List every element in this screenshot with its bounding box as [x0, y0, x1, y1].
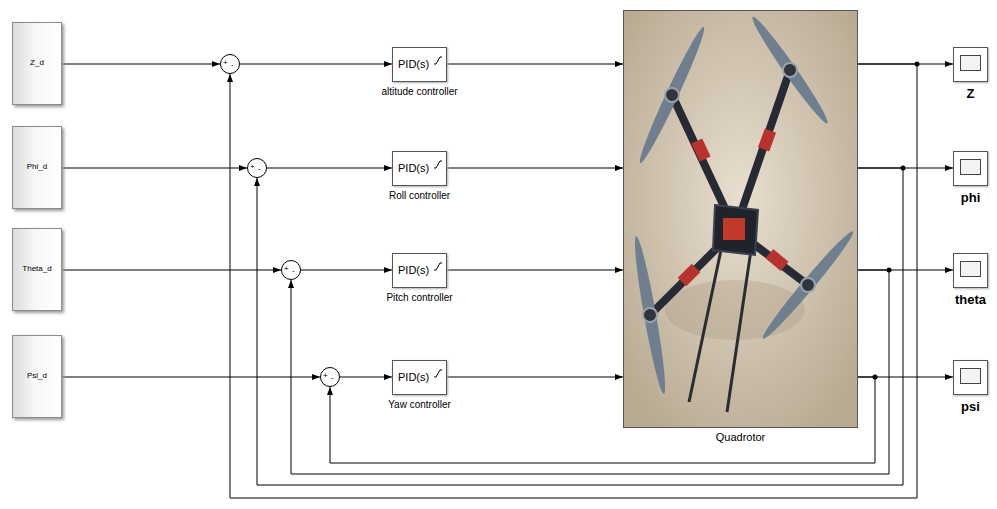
feedback-line — [257, 168, 903, 485]
propeller — [635, 24, 709, 165]
pid-controller-block: PID(s)Pitch controller — [392, 253, 447, 288]
scope-name: phi — [961, 191, 981, 205]
signal-line — [340, 377, 392, 378]
signal-name: Theta_d — [13, 265, 61, 274]
center-plate — [713, 205, 758, 255]
scope-name: psi — [961, 400, 980, 414]
motor — [643, 308, 657, 322]
signal-name: Psi_d — [13, 372, 61, 381]
signal-line — [447, 377, 623, 378]
feedback-line — [291, 270, 889, 474]
signal-line — [62, 377, 320, 378]
pid-controller-block: PID(s)altitude controller — [392, 47, 447, 82]
controller-name: altitude controller — [381, 86, 457, 97]
signal-line — [447, 64, 623, 65]
saturation-icon — [433, 261, 443, 271]
sum-outline — [221, 55, 240, 74]
sum-junction: +- — [320, 367, 340, 387]
feedback-line — [230, 64, 917, 498]
constant-block: Phi_d — [12, 126, 62, 209]
branch-point — [873, 375, 878, 380]
motor — [665, 88, 679, 102]
sign-symbol: + — [223, 59, 228, 67]
sign-symbol: - — [231, 61, 234, 69]
scope-block: phi — [953, 151, 988, 186]
scope-block: psi — [953, 360, 988, 395]
block-name: Quadrotor — [716, 431, 766, 443]
signal-line — [62, 270, 281, 271]
saturation-curve — [434, 263, 442, 270]
signal-line — [267, 168, 392, 169]
sum-junction: +- — [220, 54, 240, 74]
sign-symbol: - — [331, 374, 334, 382]
scope-screen — [960, 368, 981, 384]
sign-symbol: + — [323, 372, 328, 380]
sign-symbol: - — [292, 267, 295, 275]
saturation-icon — [433, 368, 443, 378]
landing-leg — [727, 250, 751, 412]
scope-name: Z — [967, 87, 975, 101]
frame-arm — [735, 70, 790, 230]
sum-outline — [248, 159, 267, 178]
constant-block: Z_d — [12, 22, 62, 105]
saturation-curve — [434, 370, 442, 377]
branch-point — [887, 268, 892, 273]
esc-board — [758, 129, 776, 152]
propeller — [630, 235, 670, 395]
scope-block: Z — [953, 47, 988, 82]
sign-symbol: - — [258, 165, 261, 173]
propeller — [748, 13, 832, 126]
flight-board — [723, 218, 745, 240]
pid-controller-block: PID(s)Roll controller — [392, 151, 447, 186]
signal-line — [62, 168, 247, 169]
block-label: PID(s) — [398, 264, 429, 276]
saturation-icon — [433, 159, 443, 169]
pid-controller-block: PID(s)Yaw controller — [392, 360, 447, 395]
propeller — [758, 228, 857, 343]
signal-line — [301, 270, 392, 271]
motor — [783, 63, 797, 77]
constant-block: Psi_d — [12, 335, 62, 418]
signal-name: Z_d — [13, 59, 61, 68]
signal-line — [447, 270, 623, 271]
sum-junction: +- — [247, 158, 267, 178]
saturation-icon — [433, 55, 443, 65]
sum-outline — [282, 261, 301, 280]
esc-board — [765, 249, 788, 271]
constant-block: Theta_d — [12, 228, 62, 311]
block-label: PID(s) — [398, 162, 429, 174]
plant-block: Quadrotor — [623, 10, 858, 428]
quadrotor-photo — [623, 10, 858, 428]
scope-name: theta — [955, 293, 986, 307]
signal-name: Phi_d — [13, 163, 61, 172]
photo-ground — [623, 10, 858, 428]
controller-name: Yaw controller — [388, 399, 451, 410]
controller-name: Roll controller — [389, 190, 450, 201]
esc-board — [691, 138, 710, 161]
motor — [801, 278, 815, 292]
signal-line — [240, 64, 392, 65]
block-label: PID(s) — [398, 371, 429, 383]
sum-outline — [321, 368, 340, 387]
branch-point — [915, 62, 920, 67]
scope-screen — [960, 55, 981, 71]
scope-screen — [960, 261, 981, 277]
sign-symbol: + — [250, 163, 255, 171]
branch-point — [901, 166, 906, 171]
sum-junction: +- — [281, 260, 301, 280]
signal-line — [62, 64, 220, 65]
scope-block: theta — [953, 253, 988, 288]
controller-name: Pitch controller — [386, 292, 452, 303]
scope-screen — [960, 159, 981, 175]
esc-board — [678, 264, 701, 287]
sign-symbol: + — [284, 265, 289, 273]
signal-line — [447, 168, 623, 169]
saturation-curve — [434, 161, 442, 168]
saturation-curve — [434, 57, 442, 64]
block-label: PID(s) — [398, 58, 429, 70]
